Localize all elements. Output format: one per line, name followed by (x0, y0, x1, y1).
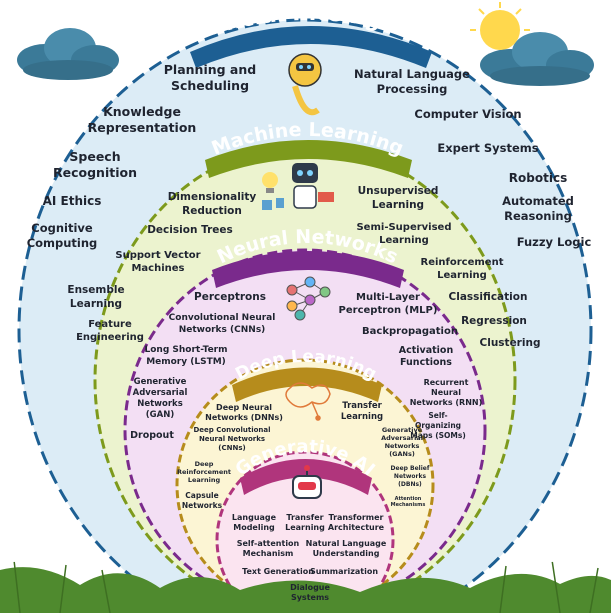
label-fuzzy-logic: Fuzzy Logic (517, 235, 592, 249)
label-perceptrons: Perceptrons (194, 291, 266, 303)
label-decision-trees: Decision Trees (147, 224, 233, 236)
sun-icon (470, 2, 530, 50)
ring-generative-ai (215, 450, 395, 613)
brain-circuit-icon (285, 382, 331, 421)
robot-head-icon (292, 465, 322, 499)
lightbulb-icon (262, 172, 284, 210)
neural-network-icon (286, 276, 331, 321)
label-summarization: Summarization (310, 567, 378, 576)
grass-icon (0, 554, 611, 613)
label-dropout: Dropout (130, 430, 174, 441)
label-expert-systems: Expert Systems (437, 141, 538, 155)
label-text-generation: Text Generation (242, 567, 314, 576)
cloud-icon (17, 28, 119, 80)
label-backpropagation: Backpropagation (362, 326, 458, 337)
label-ai-ethics: AI Ethics (43, 194, 102, 208)
cloud-icon (480, 32, 594, 86)
label-robotics: Robotics (509, 171, 567, 185)
banner-machine-learning: Machine Learning (205, 119, 412, 178)
label-computer-vision: Computer Vision (414, 107, 521, 121)
label-classification: Classification (449, 291, 528, 303)
label-clustering: Clustering (480, 337, 541, 349)
robot-icon (288, 53, 322, 116)
robot-icon (292, 163, 334, 209)
label-regression: Regression (461, 315, 527, 327)
